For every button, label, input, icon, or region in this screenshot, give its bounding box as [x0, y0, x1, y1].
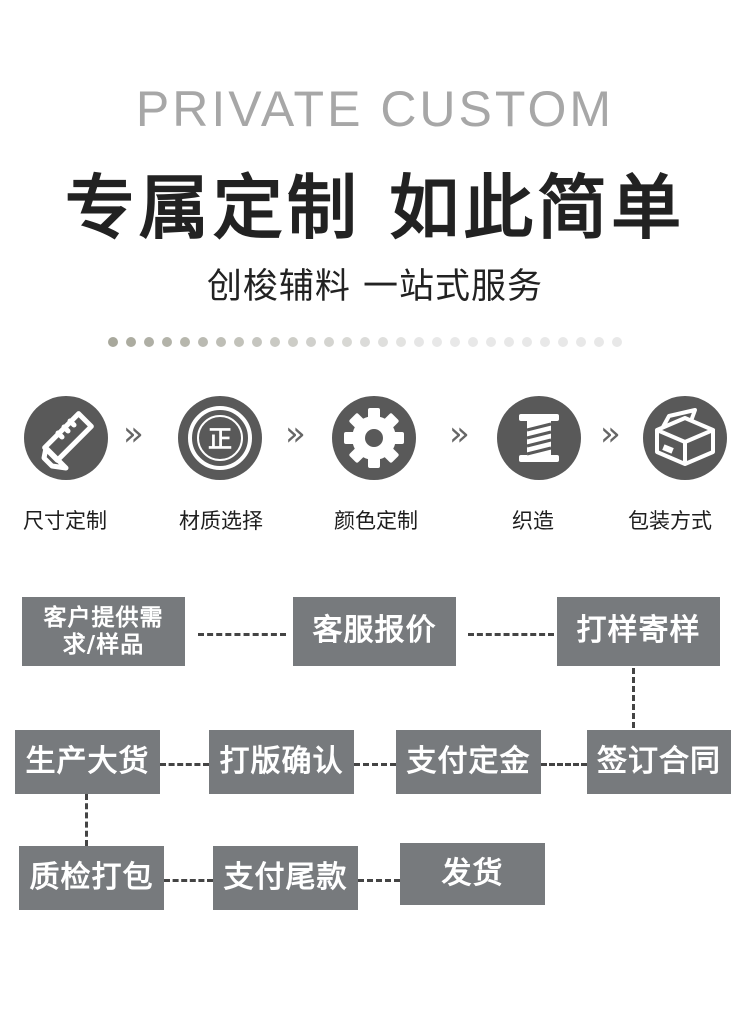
dashed-connector	[85, 794, 88, 846]
divider-dot	[594, 337, 604, 347]
divider-dot	[486, 337, 496, 347]
flow-step-final-payment: 支付尾款	[213, 846, 358, 910]
dashed-connector	[198, 633, 286, 636]
flow-step-qc-label: 质检打包	[29, 859, 154, 895]
flow-step-quote-label: 客服报价	[312, 613, 437, 649]
flow-step-request: 客户提供需求/样品	[22, 597, 185, 666]
divider-dot	[252, 337, 262, 347]
divider-dot	[144, 337, 154, 347]
flow-step-deposit-label: 支付定金	[406, 743, 531, 779]
gear-icon	[332, 396, 416, 480]
arrow-icon: »	[449, 414, 470, 454]
flow-step-confirm: 打版确认	[209, 730, 354, 794]
zheng-badge-icon: 正	[178, 396, 262, 480]
divider-dot	[414, 337, 424, 347]
arrow-icon: »	[600, 414, 621, 454]
flow-step-ship: 发货	[400, 843, 545, 905]
flow-step-quote: 客服报价	[293, 597, 456, 666]
divider-dot	[198, 337, 208, 347]
flow-step-final-payment-label: 支付尾款	[223, 859, 348, 895]
flow-step-sample-label: 打样寄样	[576, 613, 701, 649]
divider-dot	[378, 337, 388, 347]
divider-dot	[342, 337, 352, 347]
ruler-pencil-icon	[24, 396, 108, 480]
flow-step-sample: 打样寄样	[557, 597, 720, 666]
dashed-connector	[468, 633, 554, 636]
package-box-icon	[643, 396, 727, 480]
step-label-weaving: 织造	[512, 509, 554, 533]
divider-dot	[306, 337, 316, 347]
flow-step-contract-label: 签订合同	[597, 743, 721, 779]
divider-dot	[324, 337, 334, 347]
flow-step-deposit: 支付定金	[396, 730, 541, 794]
arrow-icon: »	[123, 414, 144, 454]
divider-dot	[540, 337, 550, 347]
step-label-size: 尺寸定制	[23, 509, 107, 533]
dashed-connector	[632, 668, 635, 728]
step-label-color: 颜色定制	[334, 509, 418, 533]
flow-step-request-label: 客户提供需求/样品	[43, 605, 164, 658]
divider-dot	[270, 337, 280, 347]
step-label-packaging: 包装方式	[628, 509, 712, 533]
divider-dot	[108, 337, 118, 347]
divider-dot	[360, 337, 370, 347]
dashed-connector	[160, 763, 209, 766]
subtitle: 创梭辅料 一站式服务	[206, 267, 544, 307]
divider-dot	[126, 337, 136, 347]
thread-spool-icon	[497, 396, 581, 480]
title-chinese: 专属定制 如此简单	[64, 167, 686, 249]
dot-divider	[108, 337, 628, 349]
flow-step-ship-label: 发货	[441, 855, 504, 891]
divider-dot	[216, 337, 226, 347]
divider-dot	[432, 337, 442, 347]
dashed-connector	[164, 879, 213, 882]
divider-dot	[468, 337, 478, 347]
divider-dot	[576, 337, 586, 347]
dashed-connector	[354, 763, 396, 766]
zheng-glyph: 正	[208, 425, 232, 453]
divider-dot	[180, 337, 190, 347]
flow-step-confirm-label: 打版确认	[219, 743, 344, 779]
flow-step-produce: 生产大货	[15, 730, 160, 794]
divider-dot	[396, 337, 406, 347]
divider-dot	[558, 337, 568, 347]
title-english: PRIVATE CUSTOM	[135, 81, 615, 137]
flow-step-qc: 质检打包	[19, 846, 164, 910]
divider-dot	[162, 337, 172, 347]
divider-dot	[234, 337, 244, 347]
flow-step-contract: 签订合同	[587, 730, 731, 794]
divider-dot	[504, 337, 514, 347]
divider-dot	[288, 337, 298, 347]
divider-dot	[612, 337, 622, 347]
arrow-icon: »	[285, 414, 306, 454]
divider-dot	[450, 337, 460, 347]
step-label-material: 材质选择	[179, 509, 263, 533]
dashed-connector	[358, 879, 400, 882]
divider-dot	[522, 337, 532, 347]
flow-step-produce-label: 生产大货	[25, 743, 150, 779]
dashed-connector	[541, 763, 587, 766]
